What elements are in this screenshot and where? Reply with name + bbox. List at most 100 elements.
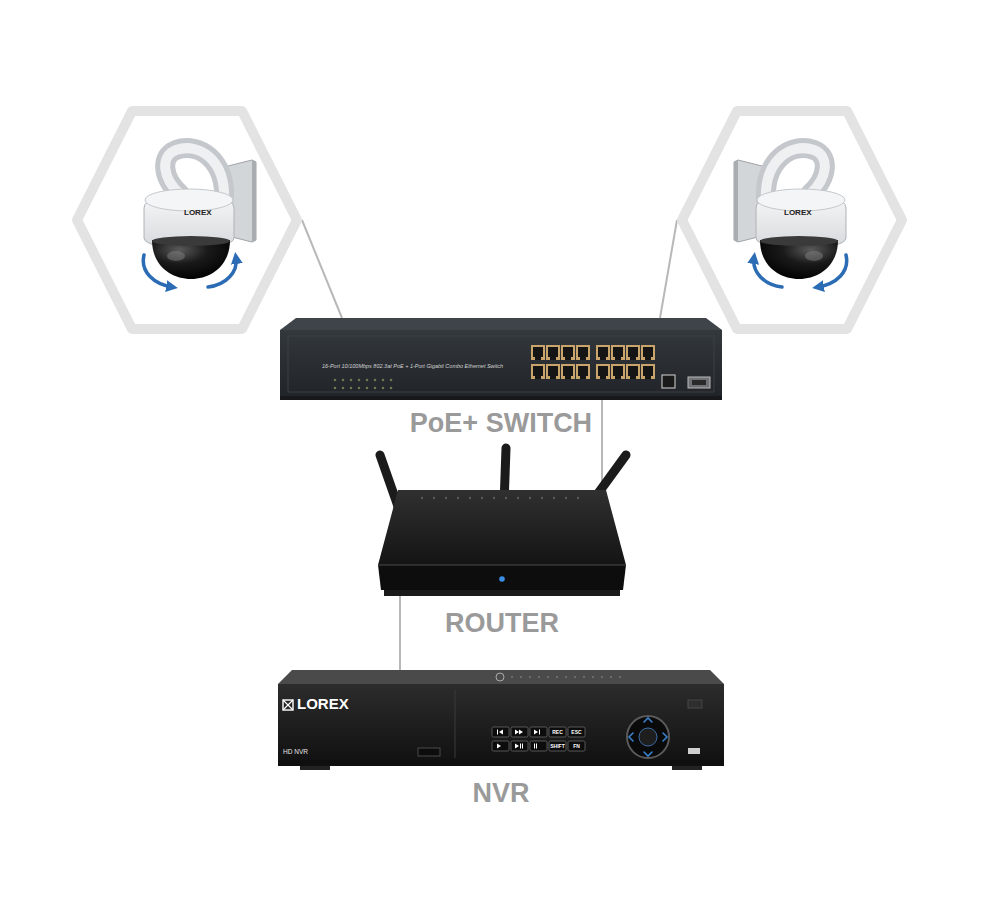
nvr-illustration-part: [283, 700, 293, 710]
switch-illustration-part: [611, 345, 625, 360]
router-illustration-part: [499, 576, 505, 582]
dome-camera-left: [143, 148, 256, 287]
router-illustration-part: [378, 565, 626, 590]
switch-illustration-part: [662, 375, 675, 388]
switch-illustration-part-part: [374, 379, 377, 382]
switch-illustration-part: [692, 380, 706, 385]
nvr-illustration-part-part: [583, 676, 585, 678]
switch-illustration-part: [334, 379, 393, 390]
nvr-illustration-part-part: [610, 676, 612, 678]
nvr-illustration-part: [278, 670, 724, 684]
switch-illustration-part: [611, 364, 625, 379]
router-illustration-part-part: [493, 497, 495, 499]
nvr-illustration-part: [639, 728, 657, 746]
nvr-illustration-part: [549, 741, 566, 751]
switch-illustration-part: [280, 396, 722, 400]
camera-hexagon: LOREX: [72, 106, 302, 334]
switch-illustration-part: [626, 364, 640, 379]
button-label: REC: [549, 727, 566, 737]
switch-illustration-part-part: [382, 379, 385, 382]
router-illustration-part-part: [421, 497, 423, 499]
switch-illustration-part: [688, 377, 710, 388]
model-text: HD NVR: [283, 748, 308, 755]
router-illustration-part-part: [529, 497, 531, 499]
nvr-illustration-part-part: [663, 733, 667, 741]
device-label: ROUTER: [445, 608, 559, 639]
nvr-illustration-part: [530, 741, 547, 751]
nvr-illustration-part: [283, 700, 293, 710]
switch-illustration-part-part: [390, 379, 393, 382]
nvr-illustration-part-part: [538, 676, 540, 678]
nvr-illustration-part: [497, 730, 540, 749]
brand-logo: LOREX: [784, 208, 812, 217]
router-illustration-part-part: [457, 497, 459, 499]
switch-illustration-part: [641, 345, 655, 360]
nvr-illustration-part: [511, 741, 528, 751]
nvr-illustration-part: [455, 690, 456, 758]
switch-illustration-part-part: [366, 379, 369, 382]
switch-illustration-part: [561, 364, 575, 379]
nvr-illustration-part: [672, 766, 702, 770]
switch-illustration-part: [576, 364, 590, 379]
router-illustration-part-part: [505, 497, 507, 499]
switch-illustration-part-part: [366, 387, 369, 390]
nvr-illustration: [278, 670, 724, 770]
poe-switch: 16-Port 10/100Mbps 802.3at PoE + 1-Port …: [280, 318, 722, 400]
nvr-illustration-part-part: [497, 744, 501, 749]
device-label: NVR: [472, 778, 529, 809]
nvr-illustration-part: [688, 700, 702, 708]
nvr-illustration-part-part: [534, 744, 537, 749]
nvr-illustration-part-part: [565, 676, 567, 678]
router-illustration: [378, 448, 626, 596]
switch-illustration-part: [596, 345, 610, 360]
switch-illustration-part-part: [342, 379, 345, 382]
network-cable: [601, 400, 603, 490]
switch-illustration-part: [546, 345, 560, 360]
router-illustration-part: [378, 490, 626, 565]
switch-illustration-part: [531, 345, 545, 360]
switch-illustration-part: [280, 318, 722, 330]
switch-illustration-part-part: [342, 387, 345, 390]
switch-illustration-part: [561, 345, 575, 360]
switch-illustration-part-part: [358, 387, 361, 390]
button-label: SHIFT: [549, 741, 566, 751]
router: ROUTER: [378, 490, 626, 596]
nvr-illustration-part: [549, 727, 566, 737]
router-illustration-part-part: [469, 497, 471, 499]
nvr-illustration-part-part: [547, 676, 549, 678]
nvr-illustration-part-part: [511, 676, 513, 678]
nvr-illustration-part: [568, 727, 585, 737]
hexagon-outline: [682, 111, 902, 329]
switch-illustration-part-part: [350, 379, 353, 382]
nvr-illustration-part: [496, 673, 504, 681]
nvr-illustration-part-part: [644, 752, 652, 756]
nvr-illustration-part: [629, 718, 667, 756]
switch-illustration-part-part: [334, 387, 337, 390]
router-illustration-part-part: [541, 497, 543, 499]
dome-camera-right-part: [734, 148, 847, 287]
device-label: PoE+ SWITCH: [410, 408, 592, 439]
brand-logo: LOREX: [297, 695, 349, 712]
switch-illustration-part-part: [374, 387, 377, 390]
nvr-illustration-part: [492, 741, 509, 751]
nvr-illustration-part: [278, 684, 724, 760]
router-illustration-part-part: [445, 497, 447, 499]
switch-illustration: [280, 318, 722, 400]
nvr-illustration-part: [418, 748, 440, 756]
switch-illustration-part: [641, 364, 655, 379]
nvr-illustration-part: [511, 676, 621, 678]
nvr-illustration-part-part: [574, 676, 576, 678]
switch-illustration-part-part: [382, 387, 385, 390]
nvr-illustration-part-part: [619, 676, 621, 678]
router-illustration-part: [421, 497, 579, 499]
nvr-illustration-part-part: [529, 676, 531, 678]
router-illustration-part: [378, 565, 626, 566]
camera-hexagon: LOREX: [677, 106, 907, 334]
network-cable: [660, 220, 677, 318]
dome-camera-right: [734, 148, 847, 287]
switch-illustration-part-part: [334, 379, 337, 382]
nvr-illustration-part-part: [644, 718, 652, 722]
router-illustration-part-part: [565, 497, 567, 499]
hexagon-frame: [677, 106, 907, 334]
nvr-illustration-part: [530, 727, 547, 737]
